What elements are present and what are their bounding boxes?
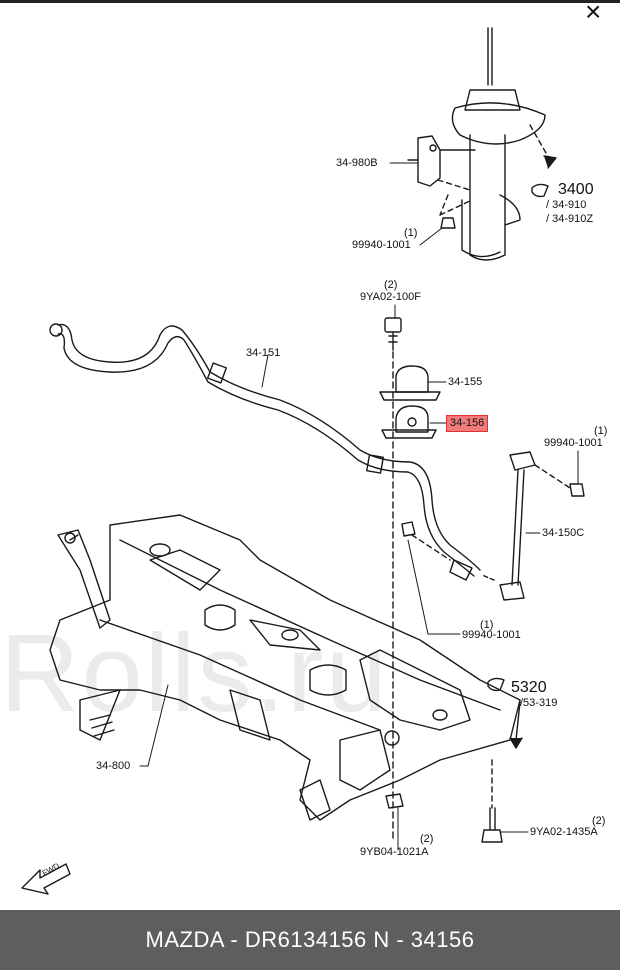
label-bolt-top: 9YA02-100F — [360, 291, 421, 303]
label-frame-ref-sub[interactable]: /53-319 — [520, 697, 558, 709]
label-bottom-bolt-qty: (2) — [592, 815, 606, 827]
diagram-drawing — [21, 27, 585, 895]
lower-nut — [401, 521, 451, 561]
label-lower-nut-qty: (1) — [480, 619, 494, 631]
label-lower-nut: 99940-1001 — [462, 629, 521, 641]
stabilizer-bar — [49, 323, 481, 581]
parts-diagram: Rolls.ru — [0, 27, 608, 895]
bracket-34-155 — [379, 365, 441, 401]
label-link: 34-150C — [542, 527, 585, 539]
label-link-nut: 99940-1001 — [544, 437, 603, 449]
strut-bracket — [407, 135, 473, 229]
label-link-nut-qty: (1) — [594, 425, 608, 437]
label-bottom-bolt: 9YA02-1435A — [530, 826, 598, 838]
stabilizer-link — [481, 451, 585, 601]
leader-lines — [139, 162, 579, 851]
label-strut-nut-qty: (1) — [404, 227, 418, 239]
strut-ref-icon — [531, 183, 549, 198]
label-frame-ref[interactable]: 5320 — [511, 679, 547, 696]
crossmember — [49, 514, 521, 821]
footer-bar: MAZDA - DR6134156 N - 34156 — [0, 910, 620, 970]
label-bracket: 34-155 — [448, 376, 483, 388]
label-strut-nut: 99940-1001 — [352, 239, 411, 251]
fwd-arrow-icon — [21, 863, 71, 895]
label-strut-ref-sub2[interactable]: / 34-910Z — [546, 213, 594, 225]
top-bolt — [384, 317, 402, 841]
label-bolt-top-qty: (2) — [384, 279, 398, 291]
label-crossmember: 34-800 — [96, 760, 131, 772]
label-bottom-nut: 9YB04-1021A — [360, 846, 429, 858]
label-bottom-nut-qty: (2) — [420, 833, 434, 845]
label-strut-bracket: 34-980B — [336, 157, 378, 169]
strut-assembly — [439, 27, 557, 261]
bottom-nut — [385, 793, 404, 809]
watermark: Rolls.ru — [0, 612, 389, 735]
frame-ref-arrow — [487, 677, 523, 749]
footer-part-number: MAZDA - DR6134156 N - 34156 — [145, 927, 475, 952]
label-stabilizer: 34-151 — [246, 347, 281, 359]
top-border — [0, 0, 620, 3]
bushing-34-156 — [381, 405, 437, 439]
label-strut-ref-sub1[interactable]: / 34-910 — [546, 199, 587, 211]
label-strut-ref[interactable]: 3400 — [558, 181, 594, 198]
close-icon[interactable]: × — [585, 0, 602, 27]
bottom-bolt — [481, 759, 503, 843]
label-bushing-highlight: 34-156 — [446, 415, 489, 432]
